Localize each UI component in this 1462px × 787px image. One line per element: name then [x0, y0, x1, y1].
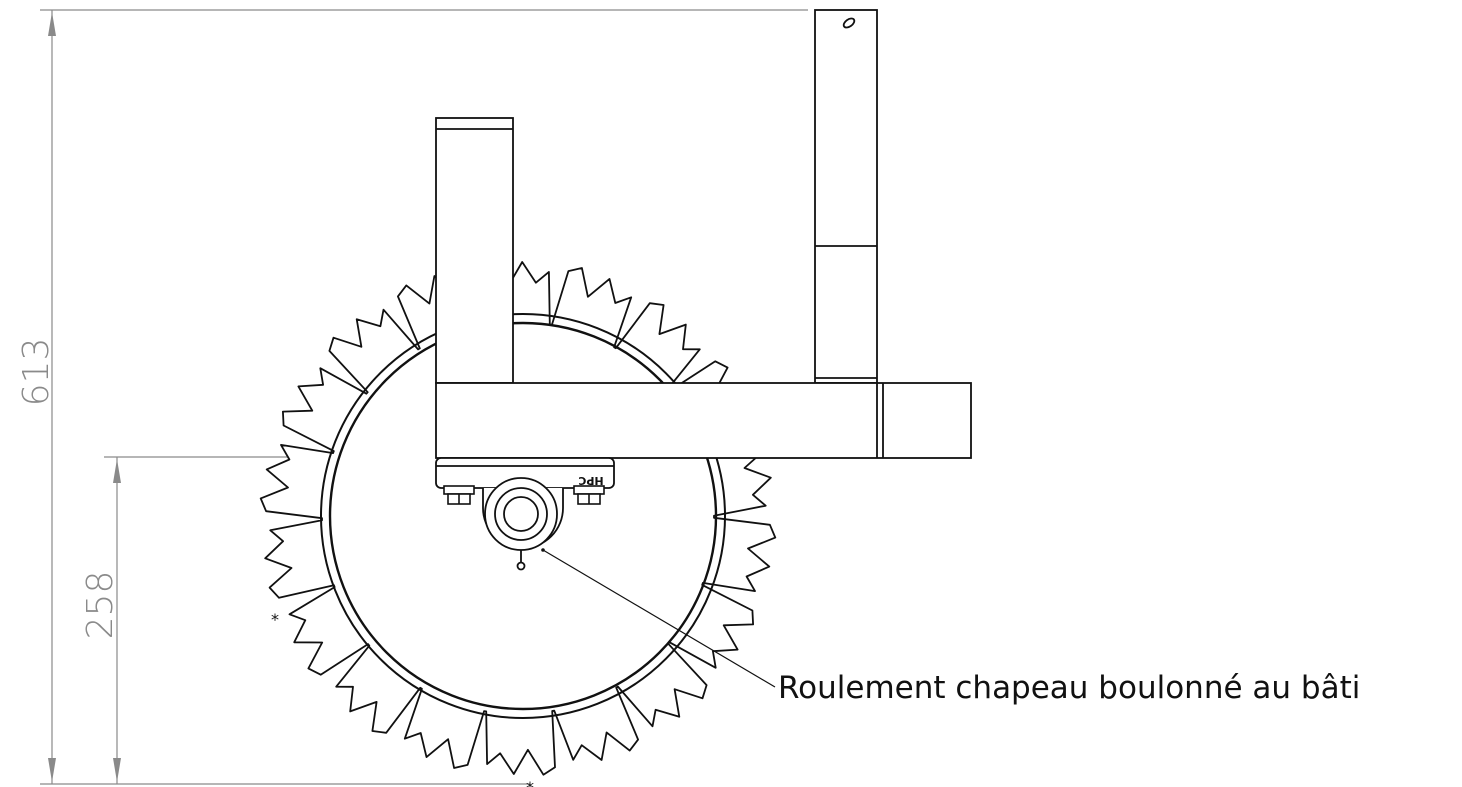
left-bolt — [443, 485, 475, 505]
left-vertical-post — [435, 117, 514, 384]
overall-height-dimension — [40, 9, 808, 785]
axis-height-value: 258 — [80, 571, 121, 640]
star-mark-left: * — [271, 610, 279, 629]
brand-mark: HPC — [578, 474, 603, 487]
callout-leader — [542, 549, 776, 688]
callout-anchor-dot — [541, 548, 545, 552]
right-vertical-post — [814, 9, 878, 384]
star-mark-bottom: * — [526, 778, 534, 787]
overall-height-value: 613 — [16, 338, 57, 407]
bearing-housing — [435, 457, 615, 571]
horizontal-beam — [435, 382, 972, 459]
wheel-disc — [320, 313, 726, 719]
bearing-callout-label: Roulement chapeau boulonné au bâti — [778, 670, 1360, 706]
right-bolt — [573, 485, 605, 505]
